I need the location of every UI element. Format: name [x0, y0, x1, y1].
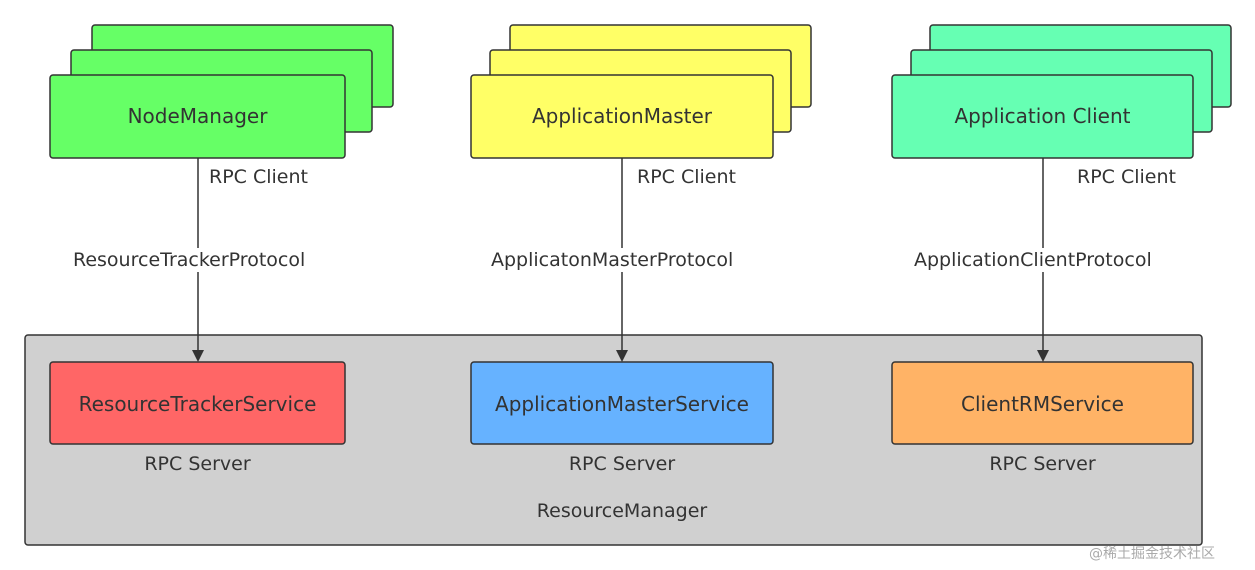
resource-manager-label: ResourceManager: [536, 500, 708, 522]
resource-tracker-service-box: [49, 361, 346, 445]
application-master-label: ApplicationMaster: [531, 104, 713, 128]
application-master-protocol-label: ApplicatonMasterProtocol: [489, 248, 736, 272]
node-manager-rpc-client-label: RPC Client: [209, 166, 308, 188]
resource-tracker-service-label: ResourceTrackerService: [78, 392, 317, 416]
resource-tracker-rpc-server-label: RPC Server: [144, 453, 251, 475]
application-client-protocol-label: ApplicationClientProtocol: [912, 248, 1154, 272]
client-rm-service-box: [891, 361, 1194, 445]
application-master-service-box: [470, 361, 774, 445]
application-master-service-label: ApplicationMasterService: [495, 392, 749, 416]
application-master-rpc-server-label: RPC Server: [568, 453, 676, 475]
client-rm-service-label: ClientRMService: [961, 392, 1124, 416]
client-rm-rpc-server-label: RPC Server: [989, 453, 1096, 475]
application-client-rpc-client-label: RPC Client: [1077, 166, 1176, 188]
resource-tracker-protocol-label: ResourceTrackerProtocol: [71, 248, 308, 272]
node-manager-label: NodeManager: [127, 104, 268, 128]
application-client-label: Application Client: [954, 104, 1131, 128]
watermark: @稀土掘金技术社区: [1089, 546, 1215, 562]
application-master-rpc-client-label: RPC Client: [637, 166, 736, 188]
